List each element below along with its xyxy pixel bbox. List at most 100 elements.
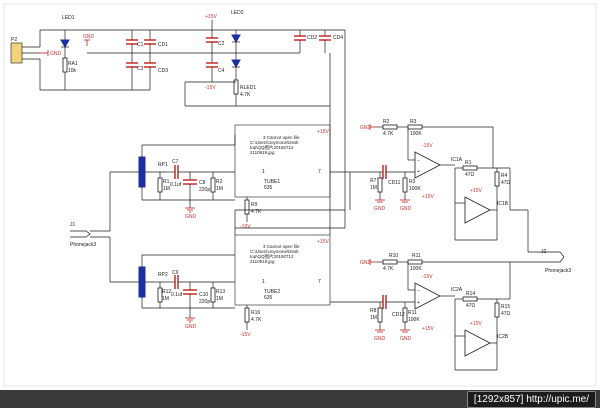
label-r11v: R11 [408, 310, 417, 316]
label-vcc-ic1b: +15V [470, 188, 482, 194]
label-r11: R11 [412, 253, 421, 259]
connector-j2: J2 Phonejack3 [510, 249, 571, 274]
resistor-r3 [402, 177, 408, 193]
ground-icon [185, 207, 195, 213]
label-rled1-value: 4.7K [240, 92, 251, 98]
label-c9-value: 0.1uf [171, 292, 183, 298]
ground-icon [400, 329, 410, 333]
label-r14-value: 47Ω [466, 303, 476, 309]
resistor-r11 [407, 259, 423, 265]
label-ic2a: IC2A [451, 287, 463, 293]
led3-icon [231, 59, 241, 69]
label-gnd-p2: GND [50, 51, 62, 57]
label-r11-value: 100K [410, 266, 422, 272]
label-r9-value: 4.7K [251, 209, 262, 215]
label-rled1: RLED1 [240, 85, 256, 91]
label-c3: C3 [137, 66, 144, 72]
resistor-ra1 [62, 57, 68, 73]
label-tube1-value: 635 [264, 185, 273, 191]
label-phonejack-j2: Phonejack3 [545, 268, 571, 274]
label-cd12: CD12 [392, 312, 405, 318]
label-vee-top: -15V [205, 85, 216, 91]
label-path2c: 2110919.jpg [250, 259, 275, 264]
label-pin1-tube2: 1 [262, 279, 265, 285]
label-r2b-value: 4.7K [383, 131, 394, 137]
label-gnd-r8: GND [374, 336, 386, 342]
label-pin7-tube1: 7 [318, 169, 321, 175]
label-c7-value: 0.1uf [170, 182, 182, 188]
resistor-r8 [377, 307, 383, 323]
ground-icon [375, 329, 385, 333]
label-rp2: RP2 [158, 272, 168, 278]
label-rp1: RP1 [158, 162, 168, 168]
label-vcc-ic2a: +15V [422, 326, 434, 332]
label-r2-value: 1M [216, 186, 223, 192]
resistor-r10 [382, 259, 398, 265]
connector-j1: J1 Phonejack3 [70, 171, 139, 283]
phonejack-icon [545, 251, 565, 263]
label-pin7-tube2: 7 [318, 279, 321, 285]
label-gnd-r11: GND [400, 336, 412, 342]
label-r12-value: 1M [162, 296, 169, 302]
label-led2: LED2 [231, 10, 244, 16]
label-r13-value: 1M [216, 296, 223, 302]
cap-cd2 [294, 30, 306, 53]
ground-icon [185, 317, 195, 323]
label-r2b: R2 [383, 119, 390, 125]
label-cd1: CD1 [158, 42, 168, 48]
resistor-r15 [494, 302, 500, 318]
label-tube1: TUBE1 [264, 179, 280, 185]
label-path1a: C:\Users\Joymone\Desk [250, 140, 299, 145]
ground-icon [369, 259, 377, 265]
channel-1: RP1 C7 0.1uf R1 1M C8 220p GND [138, 119, 529, 252]
label-c2: C2 [218, 41, 225, 47]
label-r13: R13 [216, 289, 225, 295]
label-r11v-value: 100K [408, 317, 420, 323]
label-r3: R3 [409, 179, 416, 185]
label-cd11: CD11 [388, 180, 401, 186]
label-vee-r16: -15V [240, 332, 251, 338]
label-cd2: CD2 [307, 35, 317, 41]
resistor-r16 [244, 307, 250, 323]
ground-icon [84, 39, 90, 46]
resistor-r2b [382, 124, 398, 130]
label-r1: R1 [163, 179, 170, 185]
tube1-body [234, 124, 331, 198]
label-c10-value: 220p [199, 299, 210, 305]
label-path2b: top\QQ图片20150712 [250, 253, 294, 260]
label-vcc-top: +15V [205, 14, 217, 20]
label-r15-value: 47Ω [501, 311, 511, 317]
label-gnd-r3: GND [400, 206, 412, 212]
label-r1b-value: 47Ω [465, 172, 475, 178]
label-r16: R16 [251, 310, 260, 316]
ground-icon [400, 199, 410, 203]
opamp-ic1b [464, 196, 491, 224]
label-r3b: R3 [410, 119, 417, 125]
led2-icon [231, 34, 241, 44]
label-gnd-top2: GND [360, 260, 372, 266]
label-r8-value: 1M [370, 315, 377, 321]
label-ic2a-pin-minus: − [417, 288, 420, 294]
label-ic1a: IC1A [451, 157, 463, 163]
label-vcc-ic2b: +15V [470, 321, 482, 327]
image-size-badge[interactable]: [1292x857] http://upic.me/ [466, 391, 596, 408]
led1-icon [60, 39, 70, 49]
label-r2: R2 [216, 179, 223, 185]
label-r4-value: 47Ω [501, 180, 511, 186]
power-section: P2 GND LED1 RA1 10k GND [10, 10, 346, 228]
resistor-r1b [462, 165, 478, 171]
channel-2: RP2 C9 0.1uf R12 1M C10 220p GND [138, 209, 511, 371]
label-gnd-r7: GND [374, 206, 386, 212]
schematic-sheet: P2 GND LED1 RA1 10k GND [0, 0, 600, 390]
label-vee-ic1a: -15V [422, 143, 433, 149]
opamp-ic1a [414, 151, 441, 179]
label-c8-value: 220p [199, 187, 210, 193]
label-cannot-open-2: 3 Cannot open file [263, 244, 300, 249]
label-c9: C9 [172, 270, 179, 276]
label-led1: LED1 [62, 15, 75, 21]
label-vee-r9: -15V [240, 224, 251, 230]
resistor-r13 [210, 287, 216, 303]
label-r3-value: 100K [409, 186, 421, 192]
ground-icon [40, 50, 49, 56]
label-r7-value: 1M [370, 185, 377, 191]
